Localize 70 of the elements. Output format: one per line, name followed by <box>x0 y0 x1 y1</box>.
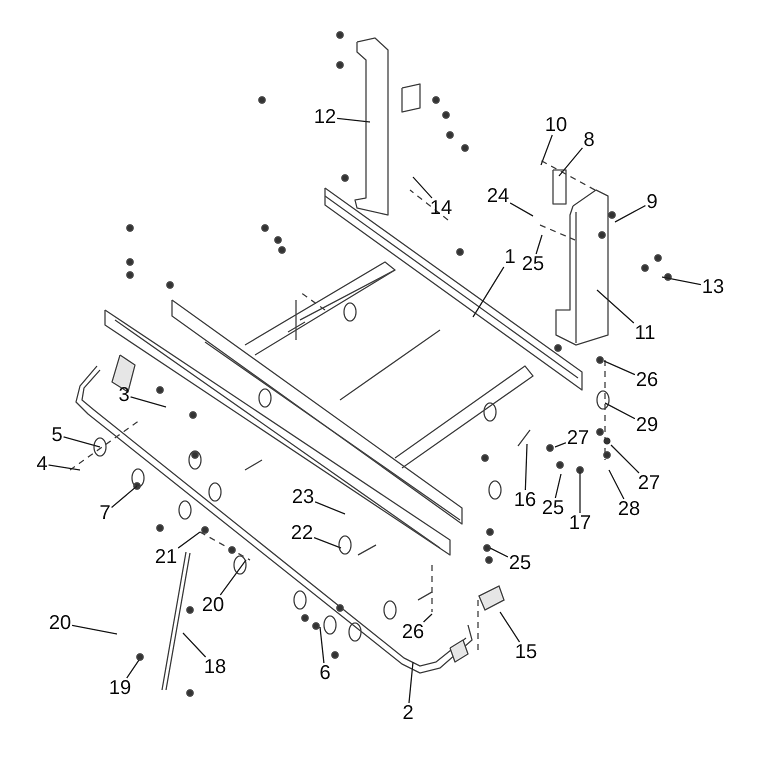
leader-line <box>130 396 166 408</box>
leader-line <box>540 134 553 166</box>
callout-number: 24 <box>486 186 510 206</box>
leader-line <box>319 626 325 664</box>
leader-line <box>72 624 118 635</box>
leader-line <box>608 470 624 500</box>
callout-number: 21 <box>154 547 178 567</box>
callout-number: 20 <box>48 613 72 633</box>
leader-line <box>423 614 432 622</box>
leader-line <box>554 442 566 448</box>
leader-line <box>614 204 646 223</box>
callout-number: 28 <box>616 499 642 519</box>
leader-line <box>314 537 342 549</box>
leader-line <box>579 472 581 513</box>
leader-line <box>554 474 562 498</box>
leader-line <box>535 234 543 254</box>
callout-number: 20 <box>200 595 226 615</box>
callout-number: 12 <box>312 107 338 127</box>
leader-line <box>490 547 508 558</box>
leader-line <box>604 402 636 420</box>
leader-line <box>524 444 528 490</box>
callout-number: 13 <box>700 277 726 297</box>
callout-number: 14 <box>428 198 454 218</box>
washer-icon <box>603 437 611 445</box>
callout-number: 26 <box>634 370 660 390</box>
callout-number: 6 <box>318 663 332 683</box>
callout-number: 18 <box>202 657 228 677</box>
leader-line <box>500 612 520 642</box>
callout-number: 1 <box>503 247 517 267</box>
callout-number: 3 <box>117 385 131 405</box>
callout-number: 26 <box>400 622 426 642</box>
leader-line <box>408 662 414 704</box>
leader-line <box>126 660 140 678</box>
leader-line <box>412 176 432 198</box>
leader-line <box>337 118 370 123</box>
grip-drawing <box>477 584 505 612</box>
callout-number: 27 <box>636 473 662 493</box>
leader-line <box>314 501 346 515</box>
leader-line <box>220 560 247 596</box>
callout-number: 9 <box>645 192 659 212</box>
leader-line <box>48 464 80 471</box>
leader-line <box>178 531 200 549</box>
callout-number: 17 <box>568 513 592 533</box>
callout-number: 23 <box>290 487 316 507</box>
callout-number: 15 <box>514 642 538 662</box>
leader-line <box>472 266 504 318</box>
callout-number: 25 <box>508 553 532 573</box>
callout-number: 10 <box>544 115 568 135</box>
callout-number: 7 <box>98 503 112 523</box>
leader-line <box>558 147 583 176</box>
leader-line <box>604 360 636 376</box>
callout-number: 25 <box>540 498 566 518</box>
callout-number: 8 <box>582 130 596 150</box>
callout-number: 4 <box>35 454 49 474</box>
callout-number: 5 <box>50 425 64 445</box>
callout-number: 16 <box>512 490 538 510</box>
leader-line <box>182 632 206 658</box>
callout-number: 19 <box>108 678 132 698</box>
leader-line <box>111 486 138 508</box>
callout-number: 22 <box>290 523 314 543</box>
callout-number: 2 <box>401 703 415 723</box>
callout-number: 29 <box>634 415 660 435</box>
callout-number: 11 <box>634 323 656 343</box>
leader-line <box>610 444 640 474</box>
leader-line <box>510 202 534 217</box>
callout-number: 27 <box>566 428 590 448</box>
callout-number: 25 <box>520 254 546 274</box>
leader-line <box>662 276 701 286</box>
leader-line <box>596 290 634 324</box>
leader-line <box>63 436 100 448</box>
